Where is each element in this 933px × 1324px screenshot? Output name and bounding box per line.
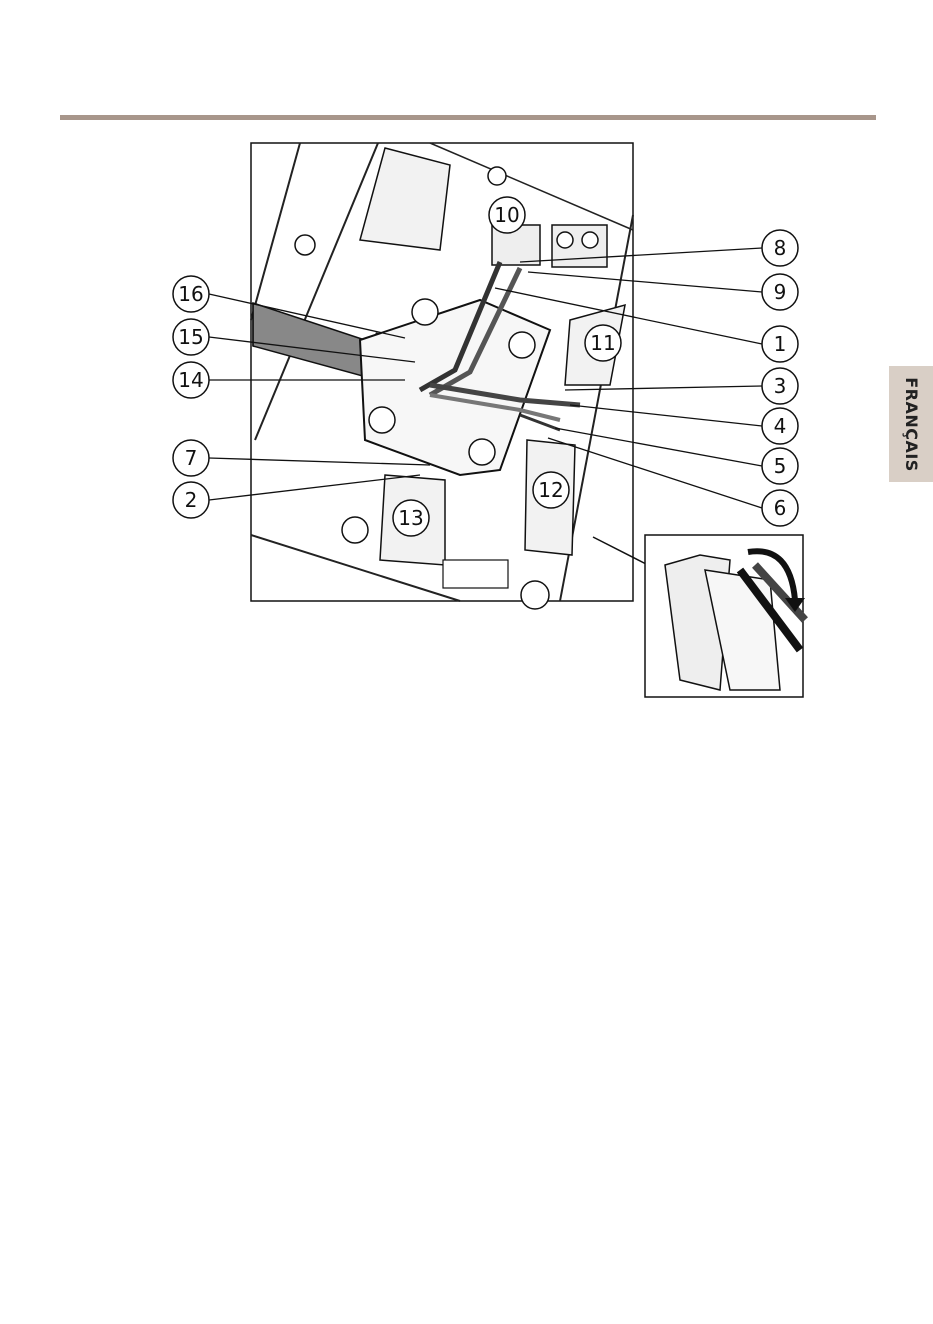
svg-text:11: 11 xyxy=(590,331,615,355)
svg-text:14: 14 xyxy=(178,368,203,392)
svg-text:5: 5 xyxy=(774,454,787,478)
callout-2: 2 xyxy=(173,482,209,518)
callout-15: 15 xyxy=(173,319,209,355)
callout-4: 4 xyxy=(762,408,798,444)
svg-text:4: 4 xyxy=(774,414,787,438)
callout-3: 3 xyxy=(762,368,798,404)
component-label-11: 11 xyxy=(585,325,621,361)
svg-text:13: 13 xyxy=(398,506,423,530)
callout-6: 6 xyxy=(762,490,798,526)
component-label-13: 13 xyxy=(393,500,429,536)
svg-text:2: 2 xyxy=(185,488,198,512)
svg-text:15: 15 xyxy=(178,325,203,349)
component-label-10: 10 xyxy=(489,197,525,233)
svg-text:10: 10 xyxy=(494,203,519,227)
callout-5: 5 xyxy=(762,448,798,484)
svg-text:1: 1 xyxy=(774,332,787,356)
callout-8: 8 xyxy=(762,230,798,266)
callout-9: 9 xyxy=(762,274,798,310)
svg-text:8: 8 xyxy=(774,236,787,260)
svg-text:7: 7 xyxy=(185,446,198,470)
main-illustration xyxy=(251,143,633,609)
svg-text:6: 6 xyxy=(774,496,787,520)
svg-text:9: 9 xyxy=(774,280,787,304)
svg-text:16: 16 xyxy=(178,282,203,306)
component-label-12: 12 xyxy=(533,472,569,508)
svg-text:3: 3 xyxy=(774,374,787,398)
callout-1: 1 xyxy=(762,326,798,362)
callout-7: 7 xyxy=(173,440,209,476)
callout-16: 16 xyxy=(173,276,209,312)
svg-text:12: 12 xyxy=(538,478,563,502)
callout-14: 14 xyxy=(173,362,209,398)
